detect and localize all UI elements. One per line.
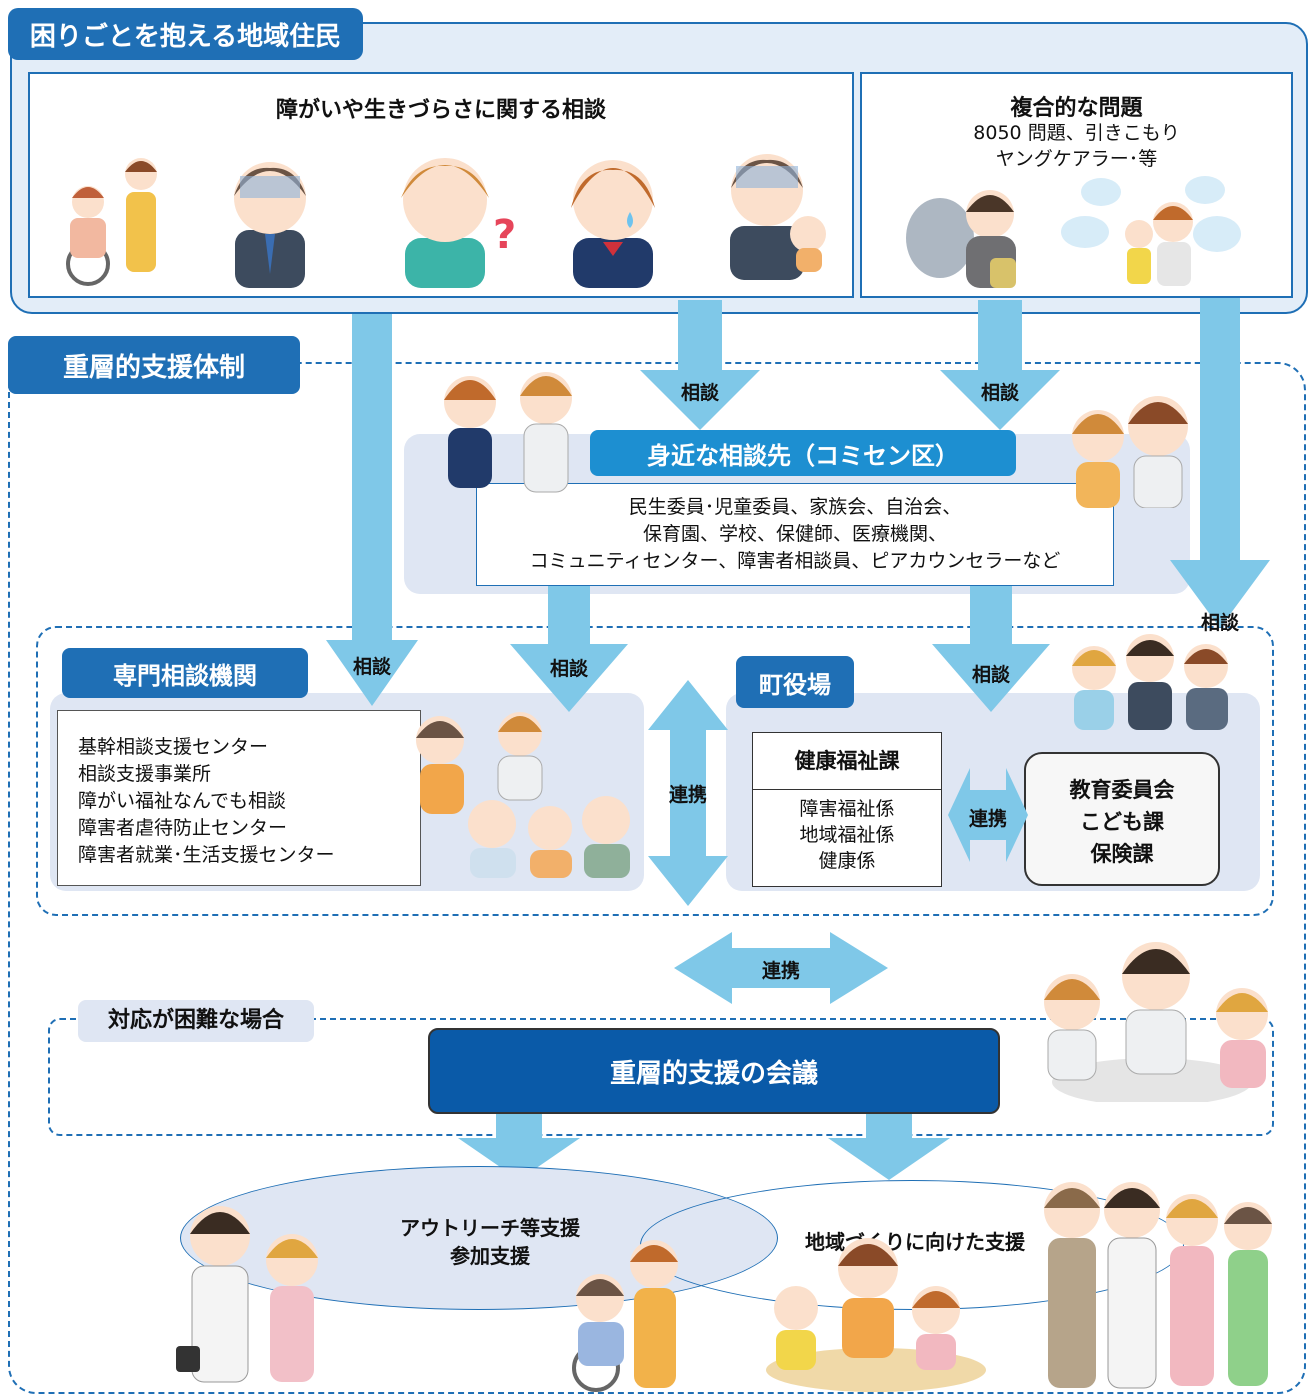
meeting-people-icon xyxy=(1044,942,1268,1102)
arrow-label-soudan: 相談 xyxy=(971,664,1010,686)
arrow-label-soudan: 相談 xyxy=(680,382,719,404)
specialist-title: 専門相談機関 xyxy=(62,648,308,698)
system-region xyxy=(8,362,1306,1394)
specialist-list: 基幹相談支援センター 相談支援事業所 障がい福祉なんでも相談 障害者虐待防止セン… xyxy=(78,734,418,869)
arrow-label-soudan: 相談 xyxy=(352,656,391,678)
crying-student-icon xyxy=(571,160,655,288)
arrow-specialist-townhall-link xyxy=(648,680,728,906)
arrow-health-education-link xyxy=(948,768,1028,862)
caregiver-wheelchair-icon xyxy=(572,1240,678,1392)
town-hall-title: 町役場 xyxy=(736,656,854,708)
difficult-region xyxy=(48,1018,1274,1136)
arrow-residents-to-specialist xyxy=(326,314,418,706)
specialist-item: 障害者就業･生活支援センター xyxy=(78,844,335,866)
other-departments: 教育委員会 こども課 保険課 xyxy=(1024,752,1220,886)
arrow-residents-to-nearby-1 xyxy=(640,300,760,430)
community-label: 地域づくりに向けた支援 xyxy=(805,1230,1025,1254)
arrow-label-renkei: 連携 xyxy=(668,784,707,806)
arrow-nearby-to-townhall xyxy=(932,586,1050,712)
arrow-meeting-to-outreach xyxy=(458,1114,580,1180)
specialist-item: 障害者虐待防止センター xyxy=(78,817,288,839)
arrow-label-soudan: 相談 xyxy=(549,658,588,680)
withdrawn-person-icon xyxy=(906,190,1016,288)
arrow-label-renkei: 連携 xyxy=(761,960,800,982)
nearby-title: 身近な相談先（コミセン区） xyxy=(590,430,1016,476)
health-welfare-sections: 障害福祉係 地域福祉係 健康係 xyxy=(799,798,895,872)
meeting-people-icon xyxy=(1072,634,1228,730)
counselor-women-icon xyxy=(444,372,572,493)
young-carer-icon xyxy=(1061,176,1241,286)
svg-text:?: ? xyxy=(493,212,516,258)
nearby-list: 民生委員･児童委員、家族会、自治会、 保育園、学校、保健師、医療機関、 コミュニ… xyxy=(529,496,1061,572)
person-wheelchair-icon xyxy=(66,158,157,286)
health-welfare-box xyxy=(752,732,942,887)
arrow-agencies-meeting-link xyxy=(674,932,888,1004)
confused-woman-icon: ? xyxy=(401,158,516,288)
outreach-label: アウトリーチ等支援 参加支援 xyxy=(400,1216,580,1268)
specialist-item: 相談支援事業所 xyxy=(78,763,212,785)
arrow-residents-to-nearby-2 xyxy=(940,300,1060,430)
consultation-box-title: 障がいや生きづらさに関する相談 xyxy=(275,98,606,123)
worried-man-icon xyxy=(234,162,306,288)
arrow-meeting-to-community xyxy=(828,1114,950,1180)
meeting-button: 重層的支援の会議 xyxy=(428,1028,1000,1114)
residents-title: 困りごとを抱える地域住民 xyxy=(8,8,363,60)
health-welfare-title: 健康福祉課 xyxy=(752,732,942,790)
difficult-title: 対応が困難な場合 xyxy=(78,1000,314,1042)
arrow-label-soudan: 相談 xyxy=(980,382,1019,404)
complex-issues-text: 8050 問題、引きこもり ヤングケアラー･等 xyxy=(973,122,1180,170)
specialist-item: 基幹相談支援センター xyxy=(78,736,269,758)
doctor-nurse-icon xyxy=(176,1206,318,1383)
complex-issues-title: 複合的な問題 xyxy=(1010,96,1143,121)
arrow-nearby-to-specialist xyxy=(510,586,628,712)
arrow-label-soudan: 相談 xyxy=(1200,612,1239,634)
staff-group-icon xyxy=(416,712,630,878)
arrow-label-renkei: 連携 xyxy=(968,808,1007,830)
nearby-list-box xyxy=(476,483,1114,586)
system-title: 重層的支援体制 xyxy=(8,336,300,394)
man-with-baby-icon xyxy=(730,154,826,280)
agencies-region xyxy=(36,626,1274,916)
arrow-complex-to-townhall xyxy=(1170,298,1270,628)
parents-icon xyxy=(1072,396,1188,508)
specialist-item: 障がい福祉なんでも相談 xyxy=(78,790,287,812)
community-family-icon xyxy=(766,1182,1272,1392)
